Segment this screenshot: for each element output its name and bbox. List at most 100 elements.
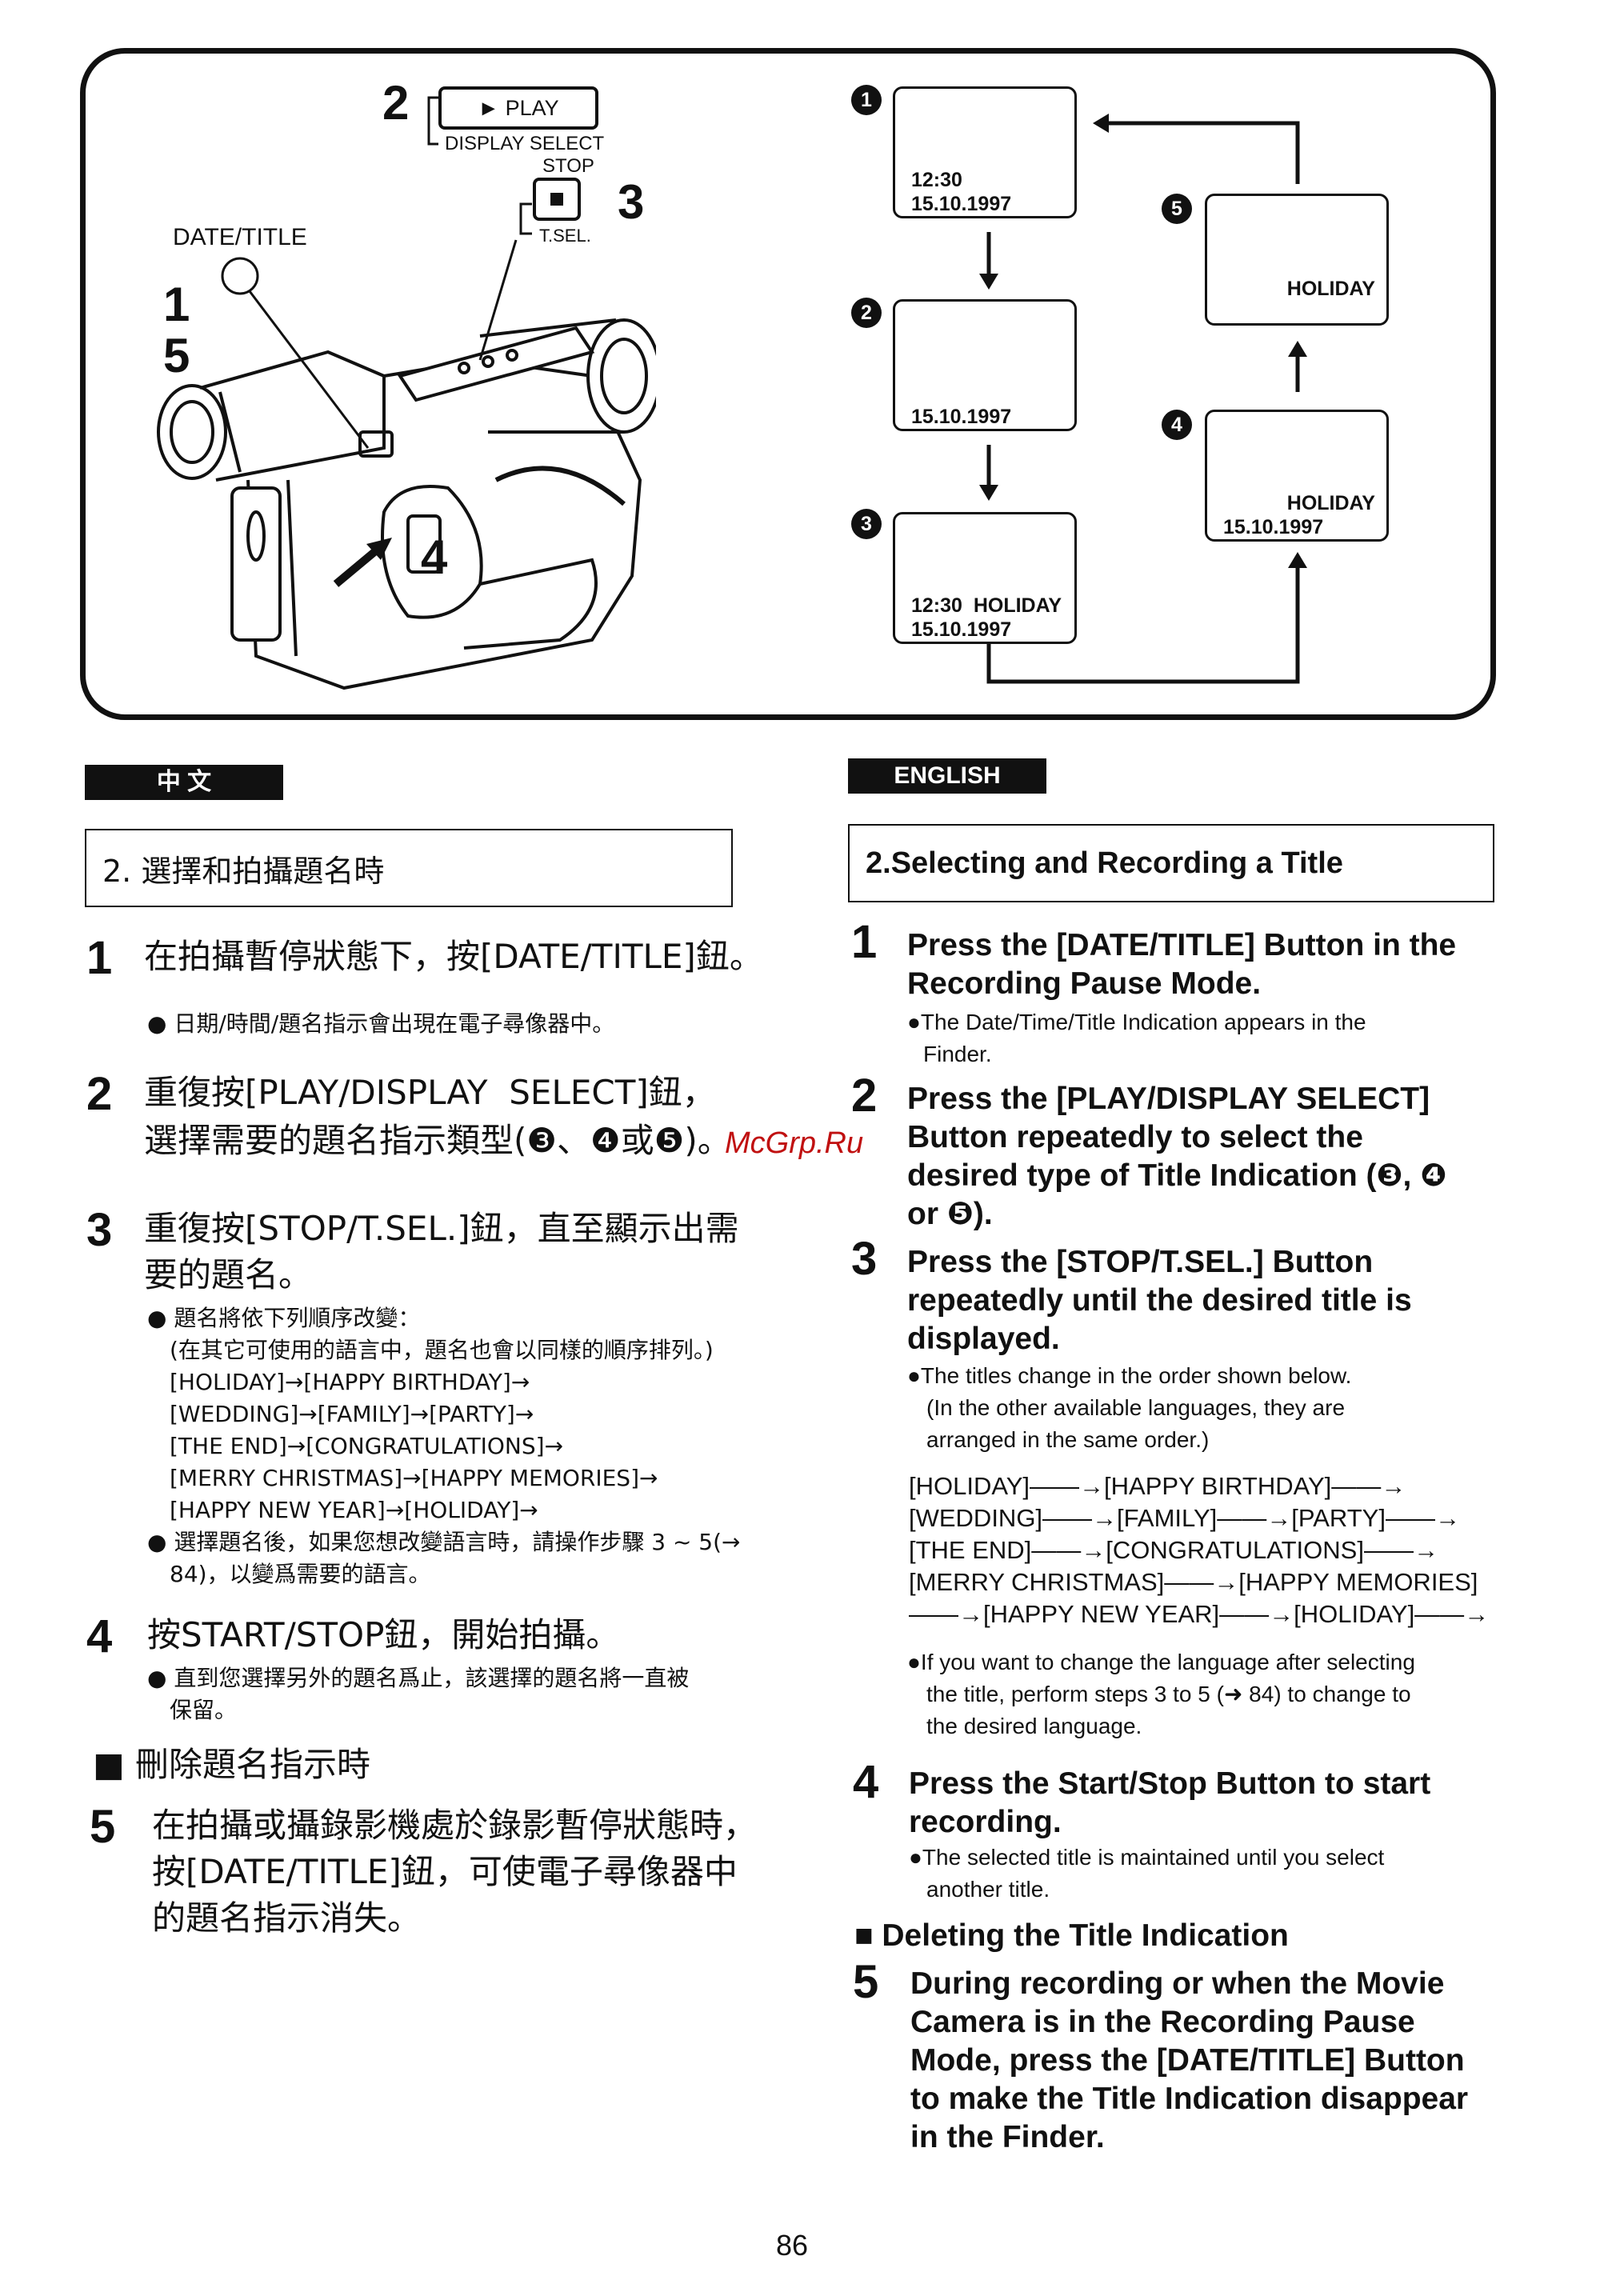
screen-5-title: HOLIDAY [1286, 278, 1375, 300]
screen-4-title: HOLIDAY [1286, 492, 1375, 514]
date-title-label: DATE/TITLE [173, 224, 307, 250]
zh-step-3-note-4: [THE END]→[CONGRATULATIONS]→ [170, 1433, 564, 1459]
en-step-2-number: 2 [851, 1070, 878, 1122]
en-sequence-line-4: ——→[HAPPY NEW YEAR]——→[HOLIDAY]——→ [909, 1600, 1490, 1628]
en-step-5-line-2: Mode, press the [DATE/TITLE] Button [910, 2043, 1465, 2078]
marker-1: 1 [851, 85, 882, 115]
zh-step-3-note-1: (在其它可使用的語言中，題名也會以同樣的順序排列。) [170, 1337, 714, 1363]
page-number: 86 [776, 2229, 809, 2262]
callout-lines [221, 96, 532, 449]
marker-5: 5 [1162, 194, 1192, 224]
play-label: ► PLAY [478, 95, 559, 120]
callout-5: 5 [163, 329, 190, 382]
en-step-4-note-1: another title. [926, 1877, 1050, 1902]
en-step-2-line-1: Button repeatedly to select the [907, 1120, 1363, 1154]
zh-step-1-note: ● 日期/時間/題名指示會出現在電子尋像器中。 [147, 1010, 615, 1037]
stop-label: STOP [542, 155, 594, 177]
english-tag: ENGLISH [848, 758, 1046, 794]
en-step-4-line-1: recording. [909, 1805, 1062, 1839]
en-sequence-line-2: [THE END]——→[CONGRATULATIONS]——→ [909, 1536, 1438, 1564]
zh-step-3-note-6: [HAPPY NEW YEAR]→[HOLIDAY]→ [170, 1497, 538, 1523]
zh-step-2-line-2: 選擇需要的題名指示類型(❸、❹或❺)。 [144, 1121, 731, 1160]
en-step-3-line-1: repeatedly until the desired title is [907, 1283, 1412, 1318]
zh-step-5-line-1: 按[DATE/TITLE]鈕，可使電子尋像器中 [152, 1852, 738, 1891]
zh-step-4-number: 4 [86, 1610, 113, 1662]
zh-step-3-number: 3 [86, 1204, 113, 1256]
screen-3-time-title: 12:30 HOLIDAY [911, 594, 1062, 617]
en-step-2-line-0: Press the [PLAY/DISPLAY SELECT] [907, 1082, 1430, 1116]
marker-4: 4 [1162, 410, 1192, 440]
zh-step-1-text: 在拍攝暫停狀態下，按[DATE/TITLE]鈕。 [144, 937, 763, 976]
en-step-2-line-3: or ❺). [907, 1197, 993, 1231]
en-language-note-1: the title, perform steps 3 to 5 (➜ 84) t… [926, 1682, 1411, 1706]
en-step-1-note-0: ●The Date/Time/Title Indication appears … [907, 1010, 1366, 1034]
zh-step-5-number: 5 [90, 1801, 116, 1853]
en-step-3-note-1: (In the other available languages, they … [926, 1395, 1346, 1420]
en-step-3-line-0: Press the [STOP/T.SEL.] Button [907, 1245, 1374, 1279]
sequence-arrows [979, 114, 1307, 684]
zh-step-3-note-8: 84)，以變爲需要的語言。 [170, 1561, 431, 1587]
zh-step-5-line-2: 的題名指示消失。 [152, 1898, 422, 1938]
screen-4-date: 15.10.1997 [1223, 516, 1324, 538]
zh-step-3-note-0: ● 題名將依下列順序改變： [147, 1305, 421, 1331]
zh-step-3-note-7: ● 選擇題名後，如果您想改變語言時，請操作步驟 3 ~ 5(→ [147, 1529, 741, 1555]
en-sequence-line-1: [WEDDING]——→[FAMILY]——→[PARTY]——→ [909, 1504, 1460, 1532]
en-delete-heading: ■ Deleting the Title Indication [854, 1918, 1289, 1953]
en-section-title: 2.Selecting and Recording a Title [848, 824, 1494, 902]
en-language-note-0: ●If you want to change the language afte… [907, 1650, 1415, 1674]
en-step-1-number: 1 [851, 916, 878, 968]
en-step-1-line-0: Press the [DATE/TITLE] Button in the [907, 928, 1457, 962]
stop-square-icon [550, 193, 563, 206]
zh-step-1-number: 1 [86, 932, 113, 984]
screen-2-date: 15.10.1997 [911, 406, 1012, 428]
en-step-5-line-0: During recording or when the Movie [910, 1966, 1445, 2001]
screen-1-date: 15.10.1997 [911, 193, 1012, 215]
screen-4: HOLIDAY 15.10.1997 [1205, 410, 1389, 542]
screen-1: 12:30 15.10.1997 [893, 86, 1077, 218]
en-step-4-line-0: Press the Start/Stop Button to start [909, 1766, 1431, 1801]
callout-2: 2 [382, 76, 410, 130]
en-sequence-line-0: [HOLIDAY]——→[HAPPY BIRTHDAY]——→ [909, 1472, 1406, 1500]
stop-button-box [533, 178, 581, 221]
en-step-3-note-2: arranged in the same order.) [926, 1427, 1210, 1452]
en-step-3-line-2: displayed. [907, 1322, 1060, 1356]
en-step-1-line-1: Recording Pause Mode. [907, 966, 1262, 1001]
watermark: McGrp.Ru [725, 1126, 864, 1160]
en-step-5-line-3: to make the Title Indication disappear [910, 2082, 1469, 2116]
zh-step-3-note-3: [WEDDING]→[FAMILY]→[PARTY]→ [170, 1401, 534, 1427]
en-language-note-2: the desired language. [926, 1714, 1142, 1738]
play-button-label-box: ► PLAY [438, 86, 598, 130]
en-sequence-line-3: [MERRY CHRISTMAS]——→[HAPPY MEMORIES] [909, 1568, 1478, 1596]
zh-step-5-line-0: 在拍攝或攝錄影機處於錄影暫停狀態時， [152, 1806, 758, 1845]
en-step-5-line-1: Camera is in the Recording Pause [910, 2005, 1415, 2039]
en-step-1-note-1: Finder. [923, 1042, 992, 1066]
zh-step-3-line-2: 要的題名。 [144, 1255, 313, 1294]
en-step-5-line-4: in the Finder. [910, 2120, 1105, 2154]
tsel-label: T.SEL. [539, 226, 591, 246]
callout-4: 4 [421, 530, 448, 584]
zh-step-4-text: 按START/STOP鈕，開始拍攝。 [147, 1615, 620, 1654]
display-select-label: DISPLAY SELECT [445, 133, 605, 154]
en-step-2-line-2: desired type of Title Indication (❸, ❹ [907, 1158, 1447, 1193]
chinese-tag: 中 文 [85, 765, 283, 800]
en-step-4-number: 4 [853, 1756, 879, 1808]
zh-step-3-note-2: [HOLIDAY]→[HAPPY BIRTHDAY]→ [170, 1369, 530, 1395]
en-step-3-number: 3 [851, 1233, 878, 1285]
zh-step-2-line-1: 重復按[PLAY/DISPLAY SELECT]鈕， [144, 1073, 716, 1112]
callout-3: 3 [618, 175, 645, 229]
callout-1: 1 [163, 278, 190, 331]
illustration-panel [80, 48, 1496, 720]
screen-3: 12:30 HOLIDAY 15.10.1997 [893, 512, 1077, 644]
screen-5: HOLIDAY [1205, 194, 1389, 326]
screen-1-time: 12:30 [911, 169, 962, 191]
marker-3: 3 [851, 509, 882, 539]
zh-section-title: 2. 選擇和拍攝題名時 [85, 829, 733, 907]
en-step-5-number: 5 [853, 1956, 879, 2008]
zh-step-3-note-5: [MERRY CHRISTMAS]→[HAPPY MEMORIES]→ [170, 1465, 658, 1491]
marker-2: 2 [851, 298, 882, 328]
zh-step-2-number: 2 [86, 1068, 113, 1120]
zh-step-3-line-1: 重復按[STOP/T.SEL.]鈕，直至顯示出需 [144, 1209, 739, 1248]
zh-step-4-note-1: 保留。 [170, 1697, 238, 1723]
en-step-3-note-0: ●The titles change in the order shown be… [907, 1363, 1352, 1388]
zh-step-4-note-0: ● 直到您選擇另外的題名爲止，該選擇的題名將一直被 [147, 1665, 690, 1691]
